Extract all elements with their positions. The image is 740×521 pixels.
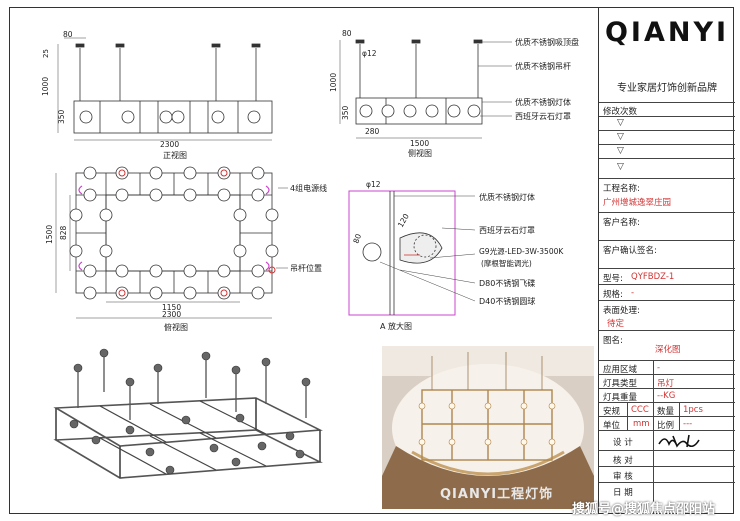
date-label: 日 期 — [613, 488, 633, 498]
type-label: 灯具类型 — [603, 379, 638, 389]
revision-triangle-4: ▽ — [617, 162, 624, 172]
area-value: - — [657, 363, 661, 373]
side-label-body: 优质不锈钢灯体 — [515, 97, 571, 107]
weight-value: --KG — [657, 391, 676, 401]
revisions-label: 修改次数 — [603, 107, 638, 117]
plan-view-power-markers — [78, 185, 270, 271]
detail-label-dimming: (摩根智能调光) — [481, 258, 532, 268]
front-dim-top: 80 — [63, 30, 73, 39]
render-3d — [53, 356, 323, 479]
model-value: QYFBDZ-1 — [631, 272, 675, 282]
designer-label: 设 计 — [613, 438, 633, 448]
sheet-border — [9, 7, 734, 514]
side-label-rod: 优质不锈钢吊杆 — [515, 61, 571, 71]
brand-logo: QIANYI — [604, 17, 730, 48]
client-label: 客户名称: — [603, 218, 640, 228]
plan-view — [75, 172, 273, 294]
watermark: 搜狐号@搜狐焦点邵阳站 — [572, 502, 716, 517]
model-label: 型号: — [603, 274, 623, 284]
drawing-name-label: 图名: — [603, 336, 623, 346]
technical-drawing: 80 25 1000 350 2300 正视图 — [41, 29, 579, 479]
front-dim-width: 2300 — [160, 140, 179, 149]
detail-dim-80: 80 — [351, 232, 363, 244]
render-3d-globes — [69, 348, 311, 475]
brand-slogan: 专业家居灯饰创新品牌 — [617, 83, 717, 94]
project-label: 工程名称: — [603, 184, 640, 194]
front-view-caption: 正视图 — [163, 150, 187, 160]
weight-label: 灯具重量 — [603, 393, 638, 403]
detail-leaders — [379, 195, 476, 302]
side-view-leaders — [339, 40, 512, 139]
unit-value: mm — [633, 419, 650, 429]
installation-photo — [382, 346, 594, 509]
check-label: 核 对 — [613, 456, 633, 466]
side-dim-1000: 1000 — [329, 73, 338, 92]
side-dim-280: 280 — [365, 127, 380, 136]
safety-value: CCC — [631, 405, 649, 415]
finish-label: 表面处理: — [603, 306, 640, 316]
side-dim-top: 80 — [342, 29, 352, 38]
side-view — [355, 39, 483, 125]
designer-signature — [658, 434, 700, 448]
detail-dim-dia: φ12 — [366, 180, 381, 189]
spec-value: - — [631, 288, 635, 298]
ratio-value: --- — [683, 419, 693, 429]
detail-view — [362, 191, 443, 315]
front-dim-1000: 1000 — [41, 77, 50, 96]
drawing-name-value: 深化图 — [655, 345, 681, 355]
plan-label-power: 4组电源线 — [290, 183, 327, 193]
side-label-shade: 西班牙云石灯罩 — [515, 111, 571, 121]
side-view-caption: 侧视图 — [408, 148, 432, 158]
front-view-dimensions — [57, 37, 272, 141]
detail-label-ball: D40不锈钢圆球 — [479, 296, 535, 306]
side-dim-350: 350 — [341, 105, 350, 120]
plan-dim-2300: 2300 — [162, 310, 181, 319]
client-confirm-label: 客户确认签名: — [603, 246, 657, 256]
plan-dim-828: 828 — [59, 225, 68, 240]
quantity-label: 数量 — [657, 407, 675, 417]
detail-label-body: 优质不锈钢灯体 — [479, 192, 535, 202]
title-block: QIANYI 专业家居灯饰创新品牌 修改次数 ▽ ▽ ▽ ▽ 工程名称: 广州增… — [598, 7, 735, 514]
photo-caption: QIANYI工程灯饰 — [440, 487, 554, 502]
front-dim-350: 350 — [57, 109, 66, 124]
ratio-label: 比例 — [657, 421, 675, 431]
project-value: 广州增城逸翠庄园 — [603, 198, 672, 208]
plan-view-caption: 俯视图 — [164, 322, 188, 332]
plan-view-dims — [55, 173, 288, 319]
plan-dim-1500: 1500 — [45, 225, 54, 244]
detail-label-source: G9光源-LED-3W-3500K — [479, 246, 564, 256]
area-label: 应用区域 — [603, 365, 638, 375]
detail-caption: A 放大图 — [380, 321, 412, 331]
type-value: 吊灯 — [657, 379, 675, 389]
front-dim-25: 25 — [42, 49, 50, 58]
review-label: 审 核 — [613, 472, 633, 482]
plan-label-rod: 吊杆位置 — [290, 263, 322, 273]
plan-view-rod-markers — [118, 169, 276, 297]
side-label-canopy: 优质不锈钢吸顶盘 — [515, 37, 579, 47]
revision-triangle-2: ▽ — [617, 132, 624, 142]
unit-label: 单位 — [603, 421, 621, 431]
side-dim-width: 1500 — [410, 139, 429, 148]
detail-dim-120: 120 — [396, 212, 411, 229]
finish-value: 待定 — [607, 319, 625, 329]
quantity-value: 1pcs — [683, 405, 703, 415]
revision-triangle-3: ▽ — [617, 146, 624, 156]
photo-render — [382, 346, 594, 509]
spec-label: 规格: — [603, 290, 623, 300]
side-dim-dia: φ12 — [362, 49, 377, 58]
detail-frame — [348, 190, 456, 316]
plan-dim-1150: 1150 — [162, 303, 181, 312]
revision-triangle-1: ▽ — [617, 118, 624, 128]
front-view-globes — [79, 110, 261, 124]
front-view — [73, 43, 273, 134]
side-view-globes — [359, 104, 481, 118]
detail-label-saucer: D80不锈钢飞碟 — [479, 278, 535, 288]
detail-label-shade: 西班牙云石灯罩 — [479, 225, 535, 235]
safety-label: 安规 — [603, 407, 621, 417]
